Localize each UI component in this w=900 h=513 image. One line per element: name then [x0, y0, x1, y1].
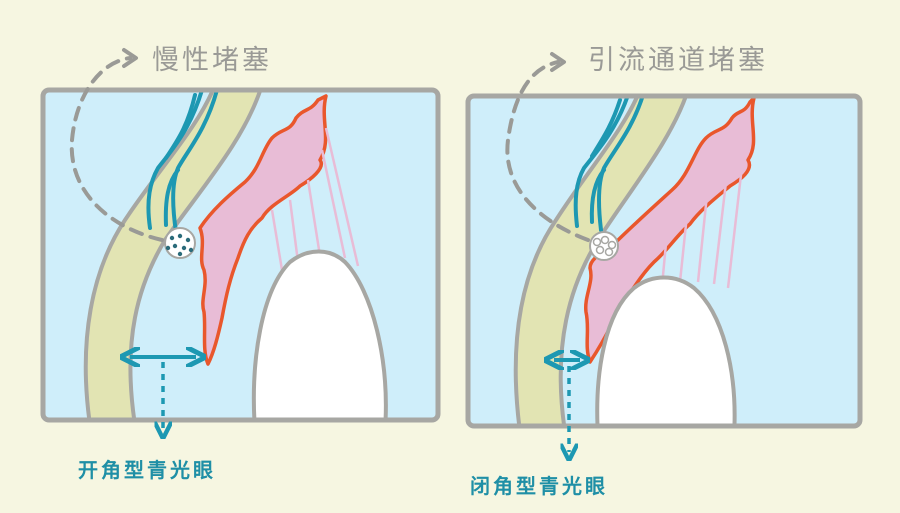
zonule-fibers — [270, 127, 360, 271]
arrowhead-icon — [122, 48, 138, 68]
panel-closed-angle — [465, 52, 863, 452]
outflow-canal — [146, 90, 219, 234]
iris — [198, 94, 328, 366]
dashed-curve-arrow-icon — [505, 60, 590, 242]
cornea-band — [83, 90, 264, 420]
outflow-canal — [573, 96, 645, 232]
lens — [251, 249, 388, 420]
panel-title-chronic-blockage: 慢性堵塞 — [152, 45, 272, 76]
panel-title-drainage-blockage: 引流通道堵塞 — [588, 45, 768, 76]
dashed-curve-arrow-icon — [69, 56, 164, 242]
panel-left-frame — [40, 87, 441, 423]
caption-open-angle-glaucoma: 开角型青光眼 — [78, 458, 216, 482]
zonule-fibers — [660, 139, 747, 289]
lens — [595, 275, 737, 426]
panel-open-angle — [40, 48, 441, 430]
arrowhead-icon — [550, 52, 566, 72]
caption-closed-angle-glaucoma: 闭角型青光眼 — [470, 474, 608, 498]
trabecular-blockage-icon — [164, 227, 196, 259]
panel-right-frame — [465, 93, 863, 429]
trabecular-blockage-icon — [589, 231, 619, 261]
